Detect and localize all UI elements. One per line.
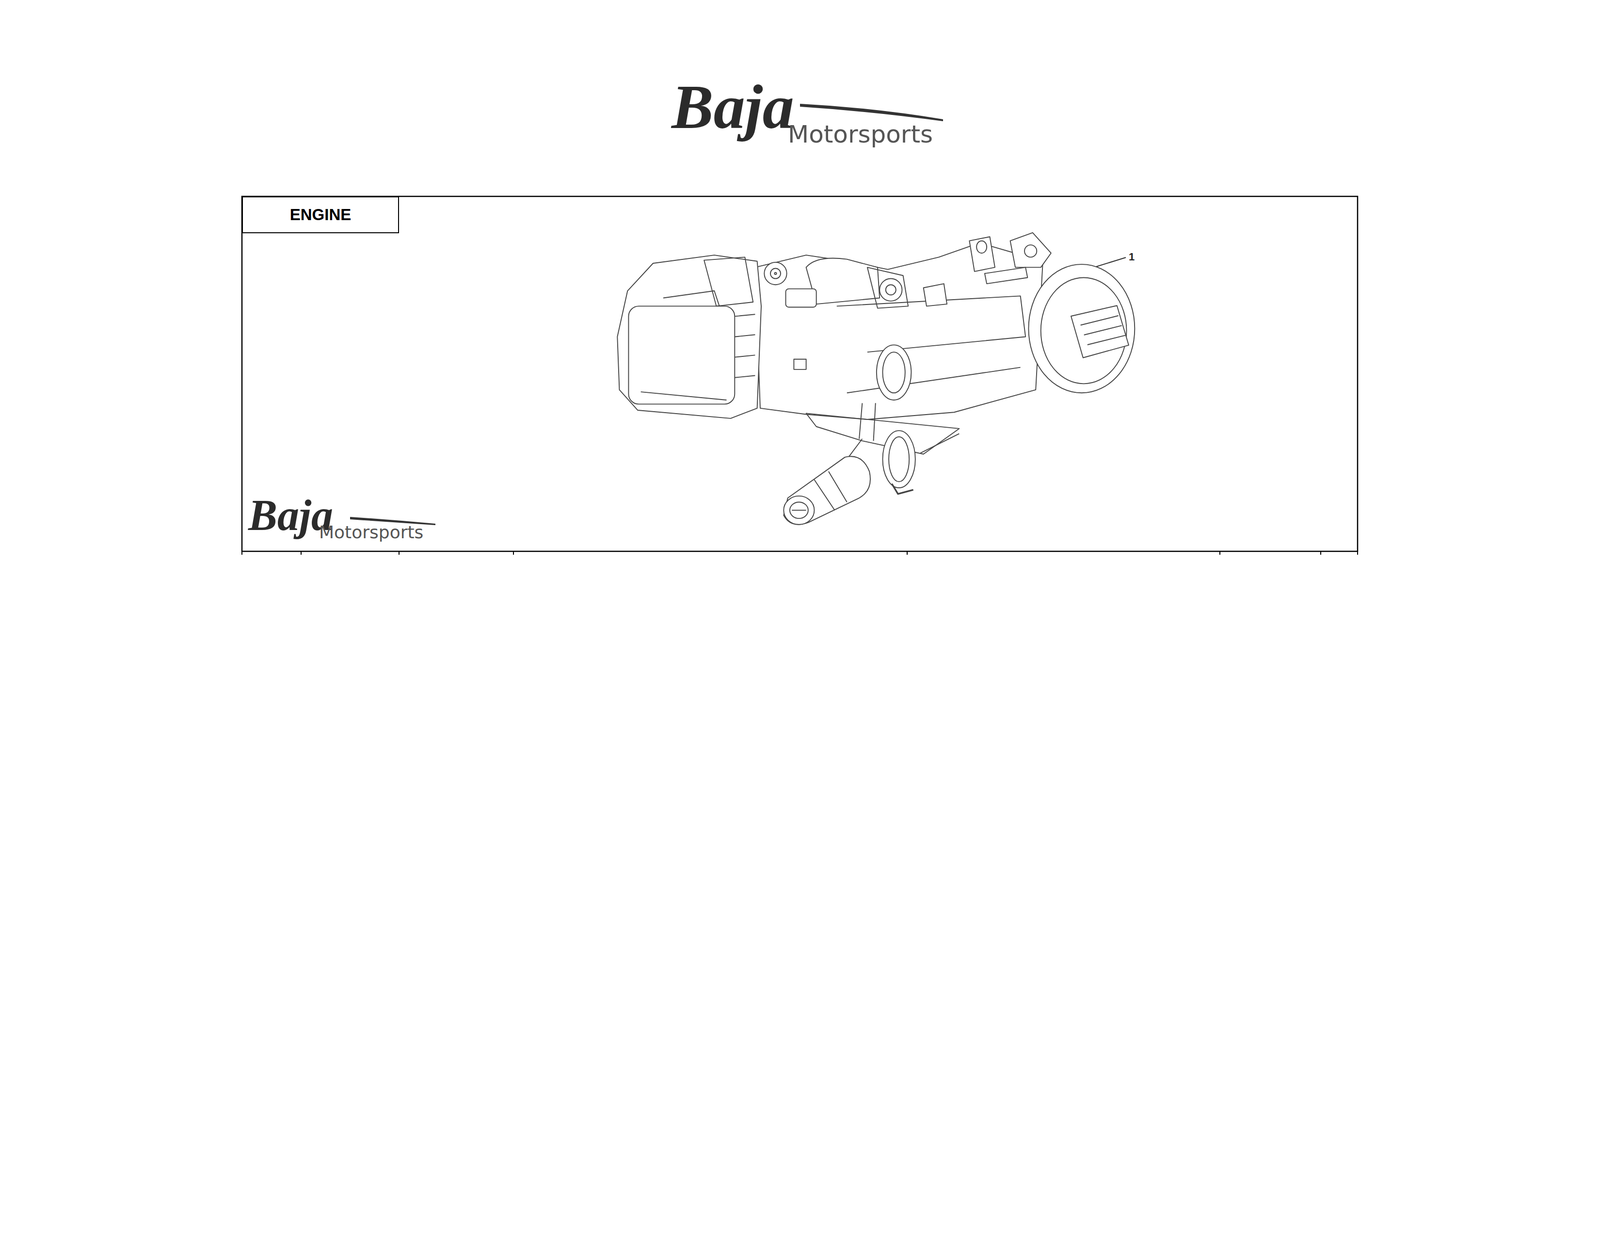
frame-ticks (241, 551, 1358, 555)
engine-drawing (617, 232, 1135, 525)
logo-subtitle: Motorsports (787, 122, 933, 147)
box-title: ENGINE (289, 205, 352, 224)
frame (241, 196, 1358, 552)
title-box: ENGINE (241, 196, 400, 234)
logo-subtitle: Motorsports (319, 523, 424, 542)
callout-number: 1 (1128, 251, 1135, 263)
logo-script: Baja (671, 75, 795, 139)
logo-swoosh (800, 103, 944, 122)
